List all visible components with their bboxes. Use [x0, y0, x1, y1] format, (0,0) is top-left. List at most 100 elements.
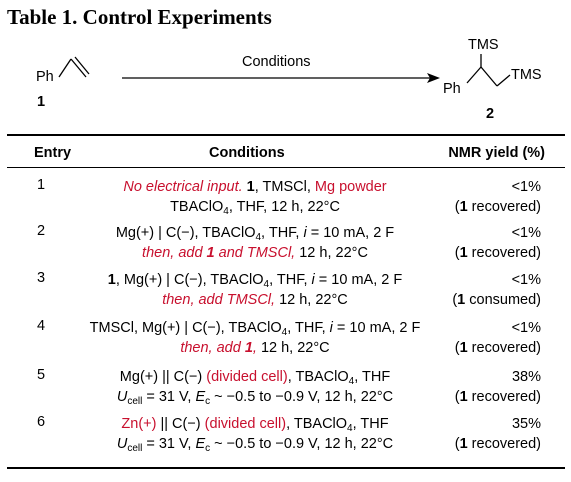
header-bottom-rule	[7, 167, 565, 168]
table-row: 3 1, Mg(+) | C(−), TBAClO4, THF, i = 10 …	[0, 270, 571, 310]
yield-value: <1%	[511, 272, 541, 288]
yield-note-text: recovered)	[467, 436, 541, 452]
condition-text: = 10 mA, 2 F	[306, 225, 395, 241]
entry-yield: <1% (1 recovered)	[455, 223, 541, 263]
product-bond-ch2	[480, 66, 498, 87]
entry-number: 3	[37, 270, 46, 286]
product-bond-tms-right	[496, 74, 511, 87]
compound-ref: 1	[459, 199, 468, 215]
table-bottom-rule	[7, 467, 565, 469]
yield-note: (1 recovered)	[454, 245, 541, 261]
conditions-line-1: Zn(+) || C(−) (divided cell), TBAClO4, T…	[60, 414, 450, 434]
condition-text: Zn(+)	[121, 416, 157, 432]
compound-ref: 1	[459, 436, 468, 452]
conditions-line-2: TBAClO4, THF, 12 h, 22°C	[60, 197, 450, 217]
yield-note-text: consumed)	[465, 292, 541, 308]
condition-text: 12 h, 22°C	[295, 245, 368, 261]
conditions-line-2: then, add TMSCl, 12 h, 22°C	[60, 290, 450, 310]
table-row: 2 Mg(+) | C(−), TBAClO4, THF, i = 10 mA,…	[0, 223, 571, 263]
entry-conditions: 1, Mg(+) | C(−), TBAClO4, THF, i = 10 mA…	[60, 270, 450, 310]
conditions-line-2: then, add 1 and TMSCl, 12 h, 22°C	[60, 243, 450, 263]
condition-text: Mg(+) || C(−)	[119, 369, 207, 385]
yield-note: (1 recovered)	[454, 389, 541, 405]
arrow-conditions-label: Conditions	[242, 54, 311, 70]
conditions-line-1: TMSCl, Mg(+) | C(−), TBAClO4, THF, i = 1…	[60, 318, 450, 338]
compound-ref: 1	[206, 245, 215, 261]
subscript: 4	[263, 279, 270, 290]
yield-note: (1 recovered)	[454, 436, 541, 452]
conditions-line-2: Ucell = 31 V, Ec ~ −0.5 to −0.9 V, 12 h,…	[60, 434, 450, 454]
subscript: 4	[223, 206, 229, 217]
yield-note: (1 recovered)	[454, 199, 541, 215]
condition-text: || C(−)	[156, 416, 205, 432]
table-row: 1 No electrical input. 1, TMSCl, Mg powd…	[0, 177, 571, 217]
condition-text: , THF	[352, 416, 389, 432]
compound-ref: 1	[459, 245, 468, 261]
subscript: c	[205, 396, 211, 407]
entry-number: 6	[37, 414, 46, 430]
table-top-rule	[7, 134, 565, 136]
condition-text: , TBAClO	[286, 416, 348, 432]
yield-value: <1%	[511, 320, 541, 336]
compound-ref: 1	[107, 272, 116, 288]
condition-text: Mg(+) | C(−), TBAClO	[115, 225, 256, 241]
product-tms-right: TMS	[511, 67, 542, 83]
condition-text: , TBAClO	[287, 369, 349, 385]
header-entry: Entry	[34, 145, 72, 161]
subscript: 4	[348, 376, 355, 387]
compound-ref: 1	[457, 292, 466, 308]
condition-text: TBAClO	[170, 199, 224, 215]
yield-note: (1 recovered)	[454, 340, 541, 356]
condition-text: ,	[252, 340, 257, 356]
yield-value: <1%	[511, 225, 541, 241]
condition-text: and TMSCl,	[214, 245, 296, 261]
subscript: 4	[347, 423, 353, 434]
yield-note-text: recovered)	[467, 245, 541, 261]
condition-text: i	[329, 320, 333, 336]
yield-value: <1%	[511, 179, 541, 195]
condition-text: , THF,	[287, 320, 330, 336]
entry-yield: <1% (1 recovered)	[455, 318, 541, 358]
reactant-number: 1	[37, 94, 46, 110]
condition-text: ~ −0.5 to −0.9 V, 12 h, 22°C	[210, 436, 394, 452]
condition-text: , THF	[354, 369, 391, 385]
header-conditions: Conditions	[209, 145, 285, 161]
entry-yield: <1% (1 recovered)	[455, 177, 541, 217]
styrene-bond-1	[58, 58, 72, 78]
condition-text: , THF,	[269, 272, 312, 288]
conditions-line-1: 1, Mg(+) | C(−), TBAClO4, THF, i = 10 mA…	[60, 270, 450, 290]
condition-text: , TMSCl,	[254, 179, 315, 195]
product-number: 2	[486, 106, 495, 122]
yield-note-text: recovered)	[467, 389, 541, 405]
condition-text: = 31 V,	[142, 389, 196, 405]
condition-text: = 31 V,	[142, 436, 196, 452]
entry-yield: 38% (1 recovered)	[455, 367, 541, 407]
condition-text: E	[195, 436, 206, 452]
condition-text: (divided cell)	[204, 416, 287, 432]
product-ph-label: Ph	[443, 81, 461, 97]
conditions-line-1: Mg(+) || C(−) (divided cell), TBAClO4, T…	[60, 367, 450, 387]
condition-text: then, add	[180, 340, 245, 356]
conditions-line-1: No electrical input. 1, TMSCl, Mg powder	[60, 177, 450, 197]
table-row: 4 TMSCl, Mg(+) | C(−), TBAClO4, THF, i =…	[0, 318, 571, 358]
conditions-line-1: Mg(+) | C(−), TBAClO4, THF, i = 10 mA, 2…	[60, 223, 450, 243]
entry-number: 4	[37, 318, 46, 334]
conditions-line-2: Ucell = 31 V, Ec ~ −0.5 to −0.9 V, 12 h,…	[60, 387, 450, 407]
yield-value: 38%	[511, 369, 541, 385]
condition-text: 12 h, 22°C	[256, 340, 330, 356]
condition-text: U	[116, 389, 128, 405]
condition-text: = 10 mA, 2 F	[332, 320, 421, 336]
condition-text: then, add TMSCl,	[162, 292, 276, 308]
condition-text: 12 h, 22°C	[275, 292, 348, 308]
reactant-ph-label: Ph	[36, 69, 54, 85]
table-title: Table 1. Control Experiments	[7, 5, 272, 29]
entry-conditions: Mg(+) | C(−), TBAClO4, THF, i = 10 mA, 2…	[60, 223, 450, 263]
subscript: cell	[127, 443, 143, 454]
entry-number: 2	[37, 223, 46, 239]
entry-conditions: Mg(+) || C(−) (divided cell), TBAClO4, T…	[60, 367, 450, 407]
reaction-arrow-head	[427, 73, 440, 83]
entry-conditions: Zn(+) || C(−) (divided cell), TBAClO4, T…	[60, 414, 450, 454]
condition-text: i	[311, 272, 315, 288]
yield-note: (1 consumed)	[452, 292, 541, 308]
compound-ref: 1	[459, 340, 468, 356]
